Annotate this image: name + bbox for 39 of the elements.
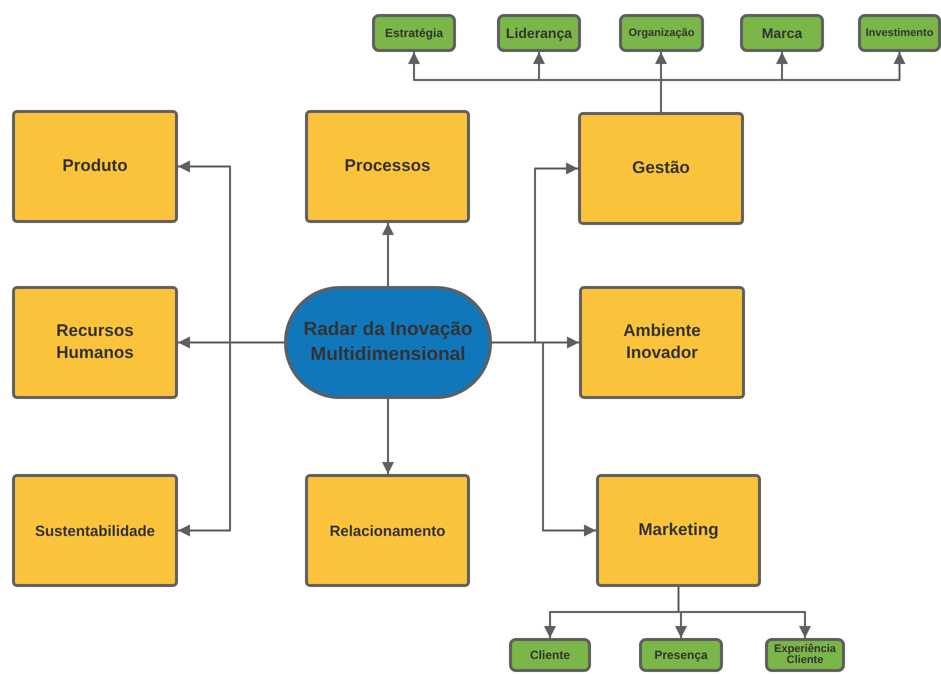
- box-label: Recursos Humanos: [55, 320, 135, 364]
- subtopic-box: [765, 638, 845, 672]
- box-label: Organização: [628, 28, 695, 38]
- connector-arrow: [660, 52, 906, 112]
- box-label: Sustentabilidade: [34, 522, 156, 542]
- box-label: Marketing: [638, 519, 719, 541]
- topic-box: [12, 474, 178, 587]
- box-label: Cliente: [530, 649, 570, 661]
- connector-arrow: [678, 587, 811, 638]
- box-label: Radar da Inovação Multidimensional: [302, 318, 474, 366]
- subtopic-box: [497, 14, 581, 52]
- topic-box: [305, 110, 470, 223]
- box-label: Ambiente Inovador: [622, 320, 702, 364]
- box-label: Presença: [654, 649, 708, 661]
- topic-box: [578, 112, 744, 225]
- subtopic-box: [509, 638, 591, 672]
- connector-arrow: [382, 399, 394, 474]
- connector-arrow: [178, 342, 284, 536]
- connector-arrow: [382, 223, 394, 286]
- box-label: Relacionamento: [330, 522, 446, 542]
- box-label: Processos: [344, 155, 430, 177]
- subtopic-box: [740, 14, 824, 52]
- subtopic-box: [372, 14, 456, 52]
- connector-arrow: [492, 342, 596, 536]
- box-label: Marca: [762, 26, 802, 40]
- subtopic-box: [639, 638, 723, 672]
- subtopic-box: [619, 14, 704, 52]
- subtopic-box: [858, 14, 941, 52]
- box-label: Experiência Cliente: [773, 644, 837, 666]
- topic-box: [12, 286, 178, 399]
- box-label: Produto: [62, 155, 128, 177]
- topic-box: [579, 286, 745, 399]
- box-label: Investimento: [866, 28, 934, 38]
- topic-box: [596, 474, 761, 587]
- box-label: Estratégia: [384, 27, 444, 39]
- box-label: Liderança: [506, 26, 572, 40]
- topic-box: [12, 110, 178, 223]
- topic-box: [305, 474, 470, 587]
- box-label: Gestão: [632, 157, 690, 179]
